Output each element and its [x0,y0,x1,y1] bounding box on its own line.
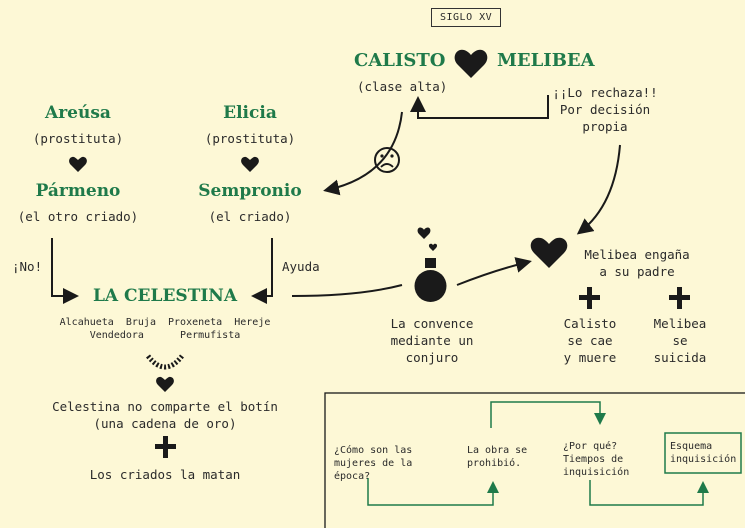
sempronio-role: (el criado) [208,209,292,224]
sad-face-icon [374,147,400,173]
heart-icon-elicia-sempronio [241,156,259,172]
melibea-suicida-label: Melibea se suicida [653,316,707,365]
potion-heart-arrow [456,257,532,286]
botin-label: Celestina no comparte el botín (una cade… [52,399,278,431]
parmeno-label: Pármeno [35,181,121,201]
celestina-title: LA CELESTINA [92,286,238,306]
ayuda-label: Ayuda [282,259,320,274]
cross-icon-melibea [669,287,690,309]
melibea-label: MELIBEA [497,50,595,71]
rechazo-arrow [410,95,549,119]
parmeno-arrow [51,238,79,304]
calisto-label: CALISTO [354,50,446,71]
siglo-label: SIGLO XV [431,8,502,27]
necklace-icon [146,354,184,392]
areusa-label: Areúsa [45,103,111,123]
calisto-muere-label: Calisto se cae y muere [563,316,617,365]
potion-flask-icon [414,227,447,302]
inq-esquema: Esquema inquisición [670,441,737,465]
calisto-sempronio-arrow [323,111,403,196]
heart-icon [530,237,568,268]
celestina-roles-2: Vendedora Permufista [89,330,241,341]
clase-alta-label: (clase alta) [357,79,448,94]
parmeno-role: (el otro criado) [17,209,139,224]
elicia-label: Elicia [223,103,277,123]
areusa-role: (prostituta) [32,131,124,146]
cross-icon-celestina [155,436,176,458]
celestina-roles-1: Alcahueta Bruja Proxeneta Hereje [59,317,271,328]
heart-icon-calisto-melibea [454,49,488,78]
engana-label: Melibea engaña a su padre [584,247,690,279]
inq-prohibio: La obra se prohibió. [467,445,528,469]
sempronio-arrow [251,238,273,304]
inq-question-1: ¿Cómo son las mujeres de la época? [334,445,413,482]
convence-label: La convence mediante un conjuro [390,316,474,365]
sempronio-label: Sempronio [198,181,302,201]
elicia-role: (prostituta) [204,131,296,146]
cross-icon-calisto [579,287,600,309]
rechazo-heart-arrow [576,144,621,235]
rechazo-label: ¡¡Lo rechaza!! Por decisión propia [552,85,658,134]
heart-icon-areusa-parmeno [69,156,87,172]
no-label: ¡No! [12,259,43,274]
celestina-potion-line [291,284,403,297]
matan-label: Los criados la matan [89,467,241,482]
inq-por-que: ¿Por qué? Tiempos de inquisición [563,441,630,478]
